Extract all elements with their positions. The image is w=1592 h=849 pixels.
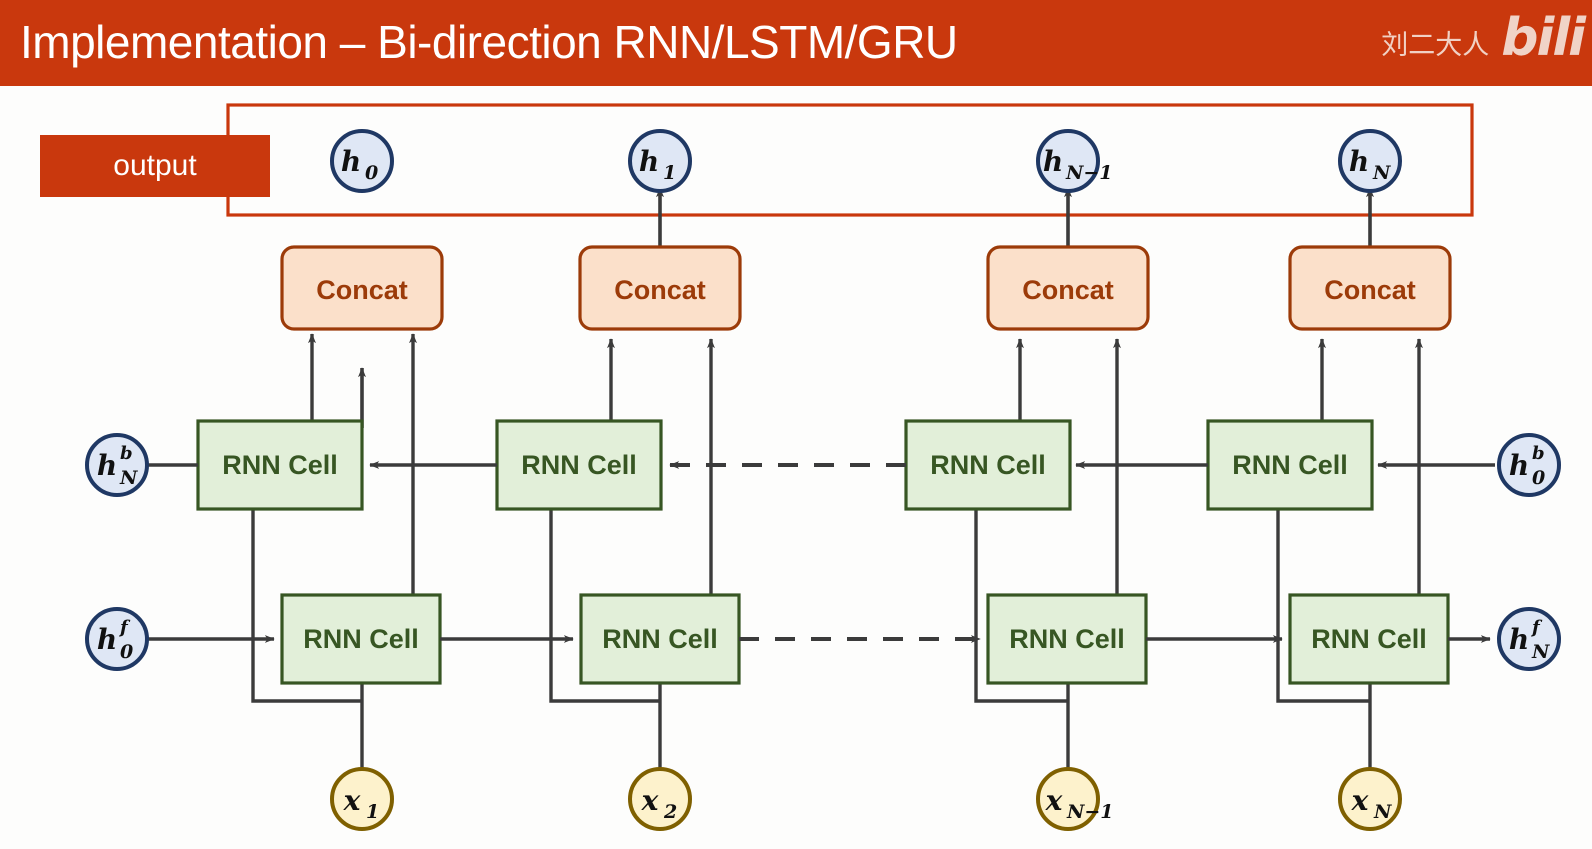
concat-box-1: Concat — [280, 245, 444, 331]
bilibili-logo-icon: bili — [1501, 8, 1586, 68]
forward-cell-label-1: RNN Cell — [303, 624, 419, 654]
hidden-node-base-2: h — [639, 145, 659, 178]
forward-cell-1: RNN Cell — [280, 593, 442, 685]
forward-cell-label-2: RNN Cell — [602, 624, 718, 654]
forward-cell-2: RNN Cell — [579, 593, 741, 685]
backward-cell-4: RNN Cell — [1206, 419, 1374, 511]
output-label-text: output — [113, 149, 197, 182]
backward-left-sup: b — [120, 443, 133, 464]
concat-box-3: Concat — [986, 245, 1150, 331]
output-bracket — [226, 103, 1474, 217]
output-label-box: output — [40, 135, 270, 197]
backward-right-node: h b 0 — [1497, 433, 1561, 497]
input-node-sub-3: N−1 — [1066, 801, 1114, 823]
input-node-base-1: x — [343, 784, 361, 817]
input-node-1: x 1 — [330, 767, 394, 831]
concat-box-2: Concat — [578, 245, 742, 331]
forward-right-sub: N — [1531, 641, 1550, 663]
concat-label-2: Concat — [614, 275, 706, 305]
forward-cell-3: RNN Cell — [986, 593, 1148, 685]
hidden-node-sub-3: N−1 — [1065, 162, 1113, 184]
slide-header: Implementation – Bi-direction RNN/LSTM/G… — [0, 0, 1592, 86]
backward-cell-label-4: RNN Cell — [1232, 450, 1348, 480]
hidden-output-node-3: h N−1 — [1036, 129, 1113, 193]
backward-left-base: h — [97, 449, 117, 482]
hidden-output-node-1: h 0 — [330, 129, 394, 193]
forward-left-sub: 0 — [120, 641, 133, 663]
backward-cell-2: RNN Cell — [495, 419, 663, 511]
forward-cell-label-3: RNN Cell — [1009, 624, 1125, 654]
page-title: Implementation – Bi-direction RNN/LSTM/G… — [20, 16, 958, 68]
diagram-canvas: Concat RNN Cell RNN Cell — [0, 86, 1592, 849]
watermark: 刘二大人 bili — [1381, 12, 1586, 68]
backward-cell-label-1: RNN Cell — [222, 450, 338, 480]
backward-cell-label-2: RNN Cell — [521, 450, 637, 480]
backward-right-sub: 0 — [1532, 467, 1545, 489]
input-node-base-4: x — [1351, 784, 1369, 817]
input-node-sub-4: N — [1373, 801, 1392, 823]
concat-label-4: Concat — [1324, 275, 1416, 305]
backward-cell-label-3: RNN Cell — [930, 450, 1046, 480]
column-4: Concat RNN Cell RNN Cell — [1206, 187, 1452, 791]
backward-left-node: h b N — [85, 433, 149, 497]
input-node-3: x N−1 — [1036, 767, 1114, 831]
backward-left-sub: N — [119, 467, 138, 489]
hidden-node-sub-2: 1 — [663, 162, 676, 184]
hidden-node-sub-1: 0 — [365, 162, 378, 184]
forward-left-node: h f 0 — [85, 607, 149, 671]
forward-right-base: h — [1509, 623, 1529, 656]
input-node-4: x N — [1338, 767, 1402, 831]
forward-cell-4: RNN Cell — [1288, 593, 1450, 685]
hidden-output-node-2: h 1 — [628, 129, 692, 193]
forward-right-node: h f N — [1497, 607, 1561, 671]
input-node-base-3: x — [1045, 784, 1063, 817]
watermark-username: 刘二大人 — [1381, 29, 1490, 61]
forward-cell-label-4: RNN Cell — [1311, 624, 1427, 654]
hidden-node-sub-4: N — [1372, 162, 1391, 184]
concat-label-1: Concat — [316, 275, 408, 305]
hidden-node-base-1: h — [341, 145, 361, 178]
backward-right-base: h — [1509, 449, 1529, 482]
backward-right-sup: b — [1532, 443, 1545, 464]
concat-label-3: Concat — [1022, 275, 1114, 305]
column-1: Concat RNN Cell RNN Cell — [196, 245, 444, 791]
backward-cell-1: RNN Cell — [196, 419, 364, 511]
column-3: Concat RNN Cell RNN Cell — [904, 187, 1150, 791]
input-node-base-2: x — [641, 784, 659, 817]
hidden-output-node-4: h N — [1338, 129, 1402, 193]
input-node-sub-1: 1 — [366, 801, 379, 823]
column-2: Concat RNN Cell RNN Cell — [495, 187, 742, 791]
input-node-2: x 2 — [628, 767, 692, 831]
hidden-node-base-3: h — [1043, 145, 1063, 178]
concat-box-4: Concat — [1288, 245, 1452, 331]
backward-cell-3: RNN Cell — [904, 419, 1072, 511]
forward-left-base: h — [97, 623, 117, 656]
input-node-sub-2: 2 — [663, 801, 677, 823]
hidden-node-base-4: h — [1349, 145, 1369, 178]
